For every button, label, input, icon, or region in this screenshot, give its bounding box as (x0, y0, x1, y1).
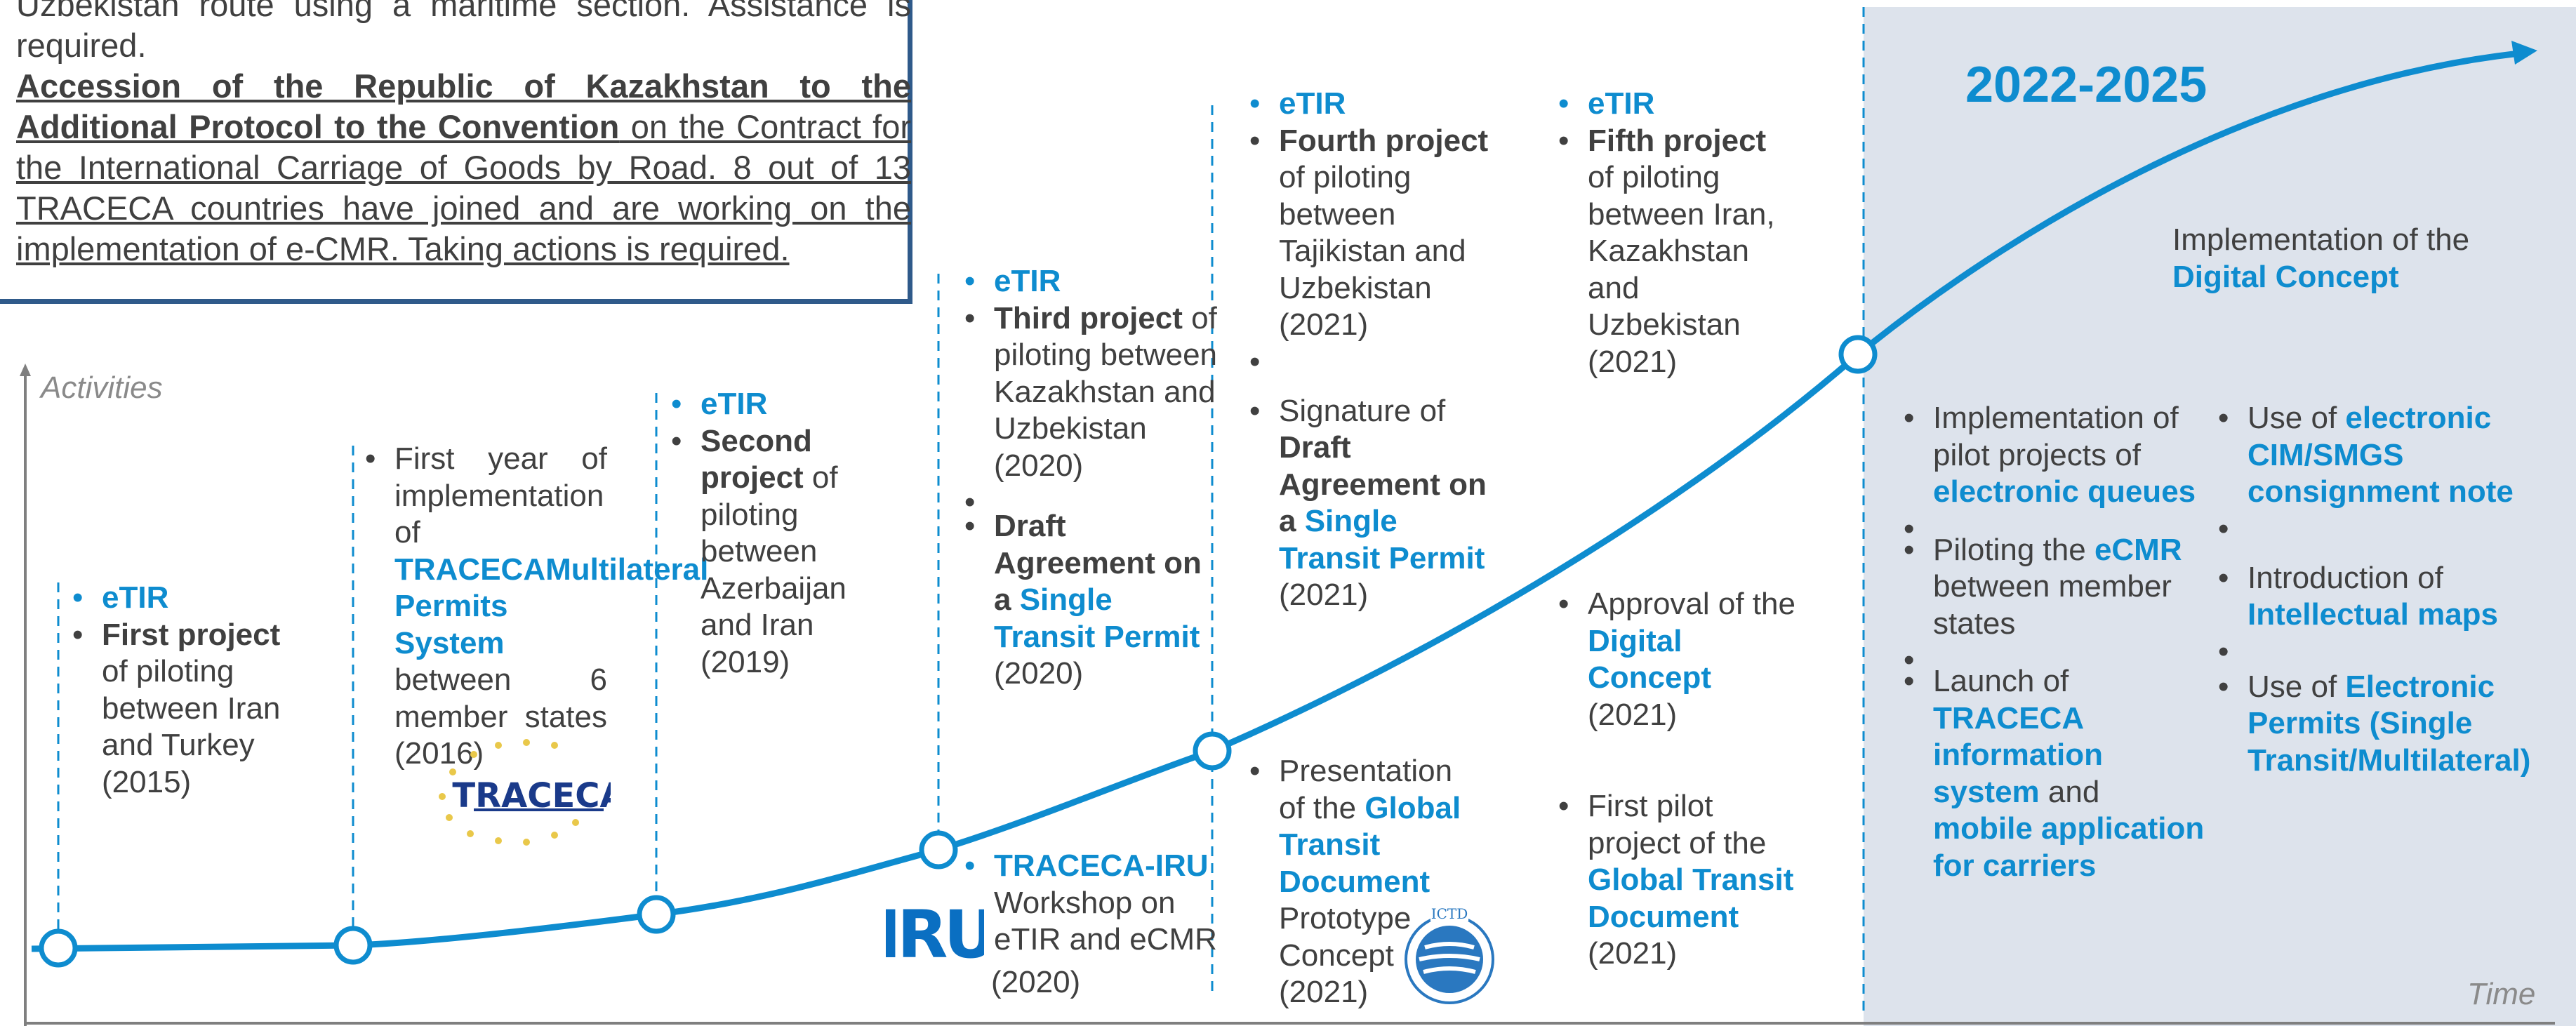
m2-a: First year of implementation of (394, 441, 607, 549)
f1-a: Implementation of pilot projects of (1933, 401, 2179, 472)
future-column-2: Use of electronic CIM/SMGS consignment n… (2218, 400, 2541, 779)
milestone-6-pilot: First pilot project of the Global Transi… (1558, 788, 1811, 973)
traceca-logo: TRACECA (421, 730, 626, 846)
m5-pres: Presentation of the (1279, 754, 1453, 825)
m2-system: TRACECAMultilateral Permits System (394, 552, 709, 660)
m4-etir: eTIR (994, 264, 1061, 298)
notes-paragraph: Accession of the Republic of Kazakhstan … (16, 66, 911, 269)
m6-appr: Approval of the (1588, 587, 1795, 621)
g1-a: Use of (2248, 401, 2346, 435)
m4-title: Third project (994, 300, 1183, 335)
milestone-4-text: eTIR Third project of piloting between K… (964, 263, 1217, 693)
m5-gtd: Global Transit Document (1279, 790, 1461, 899)
f3-a: Launch of (1933, 664, 2069, 698)
f2-c: between member states (1933, 569, 2172, 641)
milestone-6-text: eTIR Fifth project of piloting between I… (1558, 86, 1797, 380)
milestone-4-workshop: TRACECA-IRU Workshop on eTIR and eCMR (2… (964, 848, 1217, 1001)
iru-logo-text: IRU (886, 900, 984, 964)
f3-b: TRACECA information system (1933, 700, 2103, 809)
g2-a: Introduction of (2248, 560, 2443, 595)
future-intro: Implementation of the Digital Concept (2172, 222, 2488, 295)
f2-b: eCMR (2094, 532, 2182, 567)
ictd-logo: ICTD (1397, 902, 1502, 1011)
g3-b: Electronic Permits (Single Transit/Multi… (2248, 669, 2531, 778)
m6-desc: of piloting between Iran, Kazakhstan and… (1588, 160, 1775, 379)
m4-workshop-year: (2020) (991, 964, 1081, 999)
m5-etir: eTIR (1279, 86, 1346, 121)
milestone-5-text: eTIR Fourth project of piloting between … (1249, 86, 1502, 614)
m5-title: Fourth project (1279, 123, 1489, 158)
f1-b: electronic queues (1933, 474, 2196, 509)
milestone-3-text: eTIR Second project of piloting between … (671, 386, 903, 681)
milestone-6-marker (1838, 335, 1878, 374)
milestone-5-marker (1193, 731, 1232, 771)
m6-pilot: First pilot project of the (1588, 789, 1767, 860)
m6-etir: eTIR (1588, 86, 1655, 121)
milestone-4-marker (919, 830, 958, 870)
milestone-5-presentation: Presentation of the Global Transit Docum… (1249, 753, 1481, 1011)
notes-bold: Accession of the Republic of Kazakhstan … (16, 67, 911, 145)
m5-proto: Prototype Concept (1279, 901, 1412, 973)
notes-line-1: Uzbekistan route using a maritime sectio… (16, 0, 911, 64)
milestone-1-text: eTIR First project of piloting between I… (72, 580, 297, 801)
curve-arrowhead (2511, 41, 2537, 65)
milestone-3-marker (637, 895, 676, 934)
m5-desc: of piloting between Tajikistan and Uzbek… (1279, 160, 1466, 342)
f3-d: mobile application for carriers (1933, 811, 2205, 883)
iru-logo: IRU (877, 897, 997, 973)
m5-year: (2021) (1279, 578, 1369, 612)
period-label: 2022-2025 (1965, 57, 2207, 113)
future-column-1: Implementation of pilot projects of elec… (1904, 400, 2205, 884)
g3-a: Use of (2248, 669, 2346, 704)
m3-title: Second project (701, 423, 812, 495)
m1-title: First project (102, 617, 281, 652)
milestone-1-marker (39, 928, 78, 968)
notes-box: Uzbekistan route using a maritime sectio… (0, 0, 912, 304)
notes-rest: on the Contract for the International Ca… (16, 108, 912, 267)
y-axis-arrow (20, 364, 31, 376)
m5-sig: Signature of (1279, 393, 1446, 428)
milestone-6-approval: Approval of the Digital Concept (2021) (1558, 586, 1797, 733)
m6-ayear: (2021) (1588, 697, 1678, 732)
m6-gtd: Global Transit Document (1588, 862, 1794, 934)
m5-draft: Draft Agreement on a (1279, 430, 1487, 538)
milestone-2-marker (333, 926, 373, 965)
milestone-2-text: First year of implementation of TRACECAM… (365, 441, 708, 773)
future-intro-b: Digital Concept (2172, 259, 2399, 294)
m5-permit: Single Transit Permit (1279, 504, 1485, 575)
ictd-logo-text: ICTD (1431, 905, 1468, 922)
y-axis-label: Activities (41, 371, 163, 405)
m2-c: between 6 member states (2016) (394, 662, 607, 771)
g1-b: electronic CIM/SMGS consignment note (2248, 401, 2514, 509)
m4-permit: Single Transit Permit (994, 582, 1200, 654)
f3-c: and (2039, 774, 2100, 809)
m6-title: Fifth project (1588, 123, 1767, 158)
x-axis-label: Time (2467, 977, 2536, 1011)
g2-b: Intellectual maps (2248, 597, 2499, 632)
m4-iru: TRACECA-IRU (994, 848, 1209, 883)
m1-etir: eTIR (102, 580, 169, 615)
future-intro-a: Implementation of the (2172, 222, 2470, 257)
m3-desc: of piloting between Azerbaijan and Iran … (701, 460, 847, 679)
f2-a: Piloting the (1933, 532, 2094, 567)
m6-pyear: (2021) (1588, 936, 1678, 971)
m4-workshop: Workshop on eTIR and eCMR (994, 885, 1217, 957)
m1-desc: of piloting between Iran and Turkey (201… (102, 654, 281, 799)
m6-concept: Digital Concept (1588, 623, 1711, 695)
m5-pyear: (2021) (1279, 975, 1369, 1009)
m3-etir: eTIR (701, 387, 768, 421)
m4-desc: of piloting between Kazakhstan and Uzbek… (994, 300, 1218, 483)
m4-year: (2020) (994, 656, 1084, 691)
m4-draft: Draft Agreement on a (994, 509, 1202, 617)
